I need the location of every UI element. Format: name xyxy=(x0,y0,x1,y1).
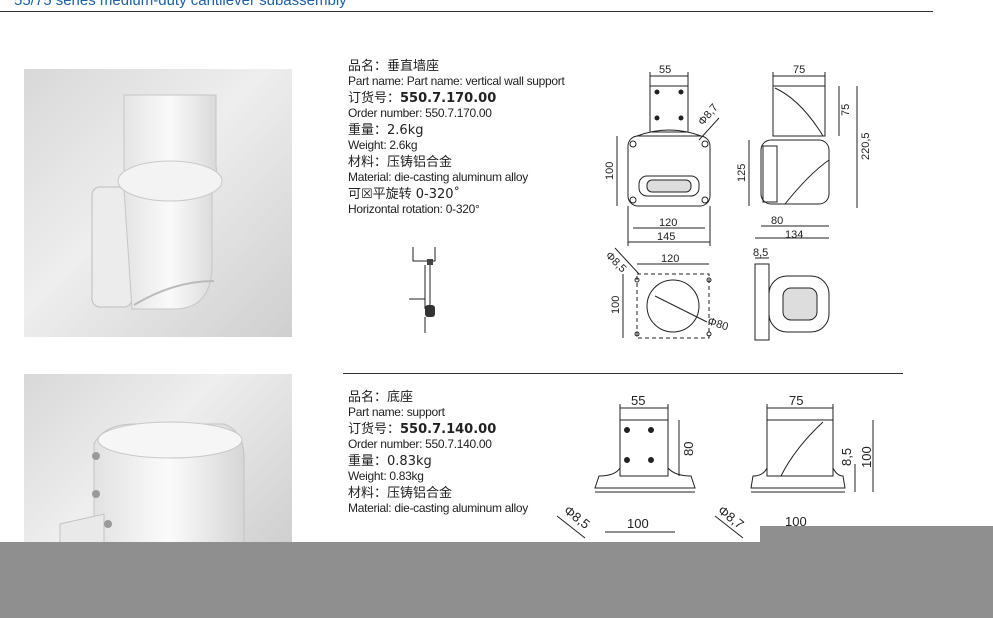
name-cn: 垂直墙座 xyxy=(387,59,440,74)
technical-drawing-support: 55 80 75 8,5 100 Φ8,5 100 Φ8,7 100 xyxy=(555,388,885,544)
dim-plan2-hole: Φ8,7 xyxy=(715,503,747,532)
bottom-overlay-bar xyxy=(0,542,993,618)
dim-plan2-width: 100 xyxy=(785,514,807,529)
material-en: Material: die-casting aluminum alloy xyxy=(348,170,528,184)
overlay-tab xyxy=(760,526,993,542)
dim-plan-hole: Φ8,5 xyxy=(561,503,593,532)
weight-cn-label: 重量： xyxy=(348,454,388,469)
name-cn-label: 品名： xyxy=(348,59,388,74)
weight-en: Weight: 0.83kg xyxy=(348,469,424,483)
dim-side-w1: 80 xyxy=(771,215,783,227)
name-en: Part name: support xyxy=(348,405,445,419)
spec-block-wall-support: 品名：垂直墙座 Part name: Part name: vertical w… xyxy=(348,60,588,220)
product-photo-wall-support xyxy=(24,69,292,337)
material-cn: 压铸铝合金 xyxy=(387,155,453,170)
name-en: Part name: Part name: vertical wall supp… xyxy=(348,74,565,88)
dim-front-top: 55 xyxy=(659,64,671,76)
weight-value: 2.6kg xyxy=(387,123,424,138)
material-en: Material: die-casting aluminum alloy xyxy=(348,501,528,515)
dim-front-width-outer: 145 xyxy=(657,231,675,243)
dim-plan-hole: Φ8,5 xyxy=(603,250,629,276)
weight-cn-label: 重量： xyxy=(348,123,388,138)
dim-front-hole: Φ8,7 xyxy=(696,102,721,128)
dim-side-h2: 100 xyxy=(859,446,874,468)
dim-plan-height: 100 xyxy=(610,296,622,314)
dim-side-h3: 125 xyxy=(736,164,748,182)
dim-side-top: 75 xyxy=(789,393,803,408)
name-cn: 底座 xyxy=(387,390,414,405)
section-divider xyxy=(343,373,903,374)
order-number: 550.7.140.00 xyxy=(400,422,497,437)
technical-drawing-wall-support: 55 Φ8,7 100 120 145 75 75 220,5 125 80 1… xyxy=(595,60,875,350)
dim-plan-width: 100 xyxy=(627,516,649,531)
dim-side-h1: 75 xyxy=(840,104,852,116)
page-title: 55/75 series medium-duty cantilever suba… xyxy=(14,0,347,9)
dim-side-top: 75 xyxy=(793,64,805,76)
material-cn-label: 材料： xyxy=(348,155,388,170)
order-number: 550.7.170.00 xyxy=(400,91,497,106)
order-cn-label: 订货号： xyxy=(348,91,401,106)
rotation-en: Horizontal rotation: 0-320° xyxy=(348,202,480,216)
dim-front-height: 80 xyxy=(681,442,696,456)
dim-front-height: 100 xyxy=(604,162,616,180)
spec-block-support: 品名：底座 Part name: support 订货号：550.7.140.0… xyxy=(348,391,588,519)
material-cn-label: 材料： xyxy=(348,486,388,501)
dim-plan-diameter: Φ80 xyxy=(706,315,730,333)
dim-plan-width: 120 xyxy=(661,253,679,265)
product-photo-support xyxy=(24,374,292,544)
order-en: Order number: 550.7.170.00 xyxy=(348,106,492,120)
rotation-cn: 可☒平旋转 0-320˚ xyxy=(348,187,461,202)
rotation-detail-sketch xyxy=(405,243,445,335)
dim-side-w2: 134 xyxy=(785,229,803,241)
order-cn-label: 订货号： xyxy=(348,422,401,437)
name-cn-label: 品名： xyxy=(348,390,388,405)
dim-front-top: 55 xyxy=(631,393,645,408)
order-en: Order number: 550.7.140.00 xyxy=(348,437,492,451)
dim-front-width-inner: 120 xyxy=(659,217,677,229)
dim-side-h1: 8,5 xyxy=(839,448,854,466)
dim-side-h2: 220,5 xyxy=(860,132,872,160)
weight-en: Weight: 2.6kg xyxy=(348,138,418,152)
material-cn: 压铸铝合金 xyxy=(387,486,453,501)
weight-value: 0.83kg xyxy=(387,454,432,469)
header-divider xyxy=(0,11,933,12)
dim-end-thickness: 8,5 xyxy=(753,247,768,259)
